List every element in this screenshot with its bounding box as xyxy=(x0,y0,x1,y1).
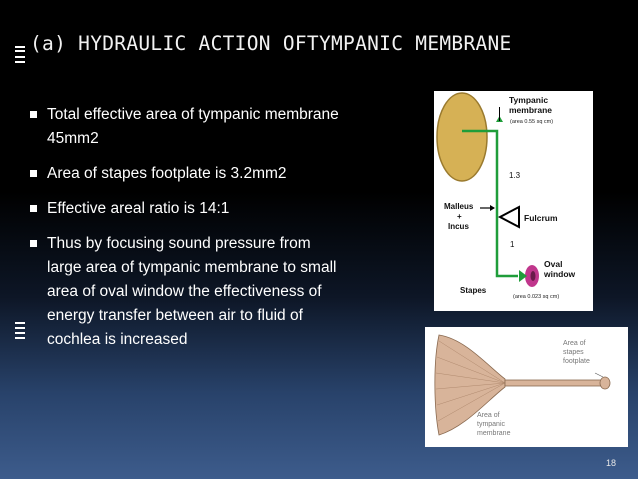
bullet-square-icon xyxy=(30,111,37,118)
stapes-pointer-line xyxy=(594,372,604,378)
fulcrum-triangle xyxy=(497,205,520,229)
tympanic-area-label: membrane xyxy=(477,430,511,437)
slide-title: (a) HYDRAULIC ACTION OFTYMPANIC MEMBRANE xyxy=(30,32,512,55)
bullet-item: Effective areal ratio is 14:1 xyxy=(28,197,428,221)
stapes-footplate-shape xyxy=(599,376,611,390)
page-number: 18 xyxy=(606,458,617,468)
lever-diagram-svg: Tympanic membrane (area 0.55 sq cm) 1.3 … xyxy=(436,92,576,300)
bullet-line: area of oval window the effectiveness of xyxy=(47,283,322,300)
oval-window-label: window xyxy=(543,269,576,279)
malleus-label: Incus xyxy=(448,222,469,231)
fulcrum-label: Fulcrum xyxy=(524,213,558,223)
tympanic-label: Tympanic xyxy=(509,95,548,105)
oval-window-label: Oval xyxy=(544,259,562,269)
malleus-arrow-head xyxy=(490,205,495,211)
bullet-line: 45mm2 xyxy=(47,130,99,147)
stapes-tube xyxy=(504,379,604,387)
tympanic-area-label: Area of xyxy=(477,412,500,419)
funnel-ribs xyxy=(435,340,506,422)
funnel-diagram: Area of stapes footplate Area of tympani… xyxy=(425,327,628,447)
bullet-square-icon xyxy=(30,170,37,177)
stapes-area-label: (area 0.023 sq cm) xyxy=(513,294,559,300)
bullet-line: Effective areal ratio is 14:1 xyxy=(47,200,230,217)
funnel-diagram-svg: Area of stapes footplate Area of tympani… xyxy=(434,334,611,437)
bullet-line: Thus by focusing sound pressure from xyxy=(47,235,311,252)
malleus-label: + xyxy=(457,212,462,221)
lever-arm-line xyxy=(462,129,518,278)
tympanic-area-label: tympanic xyxy=(477,421,506,428)
stapes-footplate-label: Area of xyxy=(563,340,586,347)
stapes-footplate-label: footplate xyxy=(563,358,590,365)
stapes-footplate-label: stapes xyxy=(563,349,584,356)
stapes-label: Stapes xyxy=(460,286,487,295)
bullet-line: Area of stapes footplate is 3.2mm2 xyxy=(47,165,287,182)
tympanic-label: membrane xyxy=(509,105,552,115)
lever-diagram: Tympanic membrane (area 0.55 sq cm) 1.3 … xyxy=(434,91,593,311)
bullet-item: Thus by focusing sound pressure from lar… xyxy=(28,232,428,352)
tympanic-area-label: (area 0.55 sq cm) xyxy=(510,119,553,125)
lever-ratio-lower: 1 xyxy=(510,240,515,249)
bullet-line: cochlea is increased xyxy=(47,331,188,348)
bullet-list: Total effective area of tympanic membran… xyxy=(28,103,428,363)
bullet-item: Total effective area of tympanic membran… xyxy=(28,103,428,151)
bullet-square-icon xyxy=(30,205,37,212)
bullet-square-icon xyxy=(30,240,37,247)
tympanic-membrane-ellipse xyxy=(436,92,488,182)
oval-window-inner xyxy=(530,271,536,281)
bullet-line: energy transfer between air to fluid of xyxy=(47,307,303,324)
lever-ratio-upper: 1.3 xyxy=(509,171,521,180)
tympanic-funnel-shape xyxy=(434,334,506,436)
bullet-line: Total effective area of tympanic membran… xyxy=(47,106,339,123)
bullet-line: large area of tympanic membrane to small xyxy=(47,259,337,276)
bullet-item: Area of stapes footplate is 3.2mm2 xyxy=(28,162,428,186)
stapes-arrow xyxy=(519,270,527,282)
malleus-label: Malleus xyxy=(444,202,474,211)
